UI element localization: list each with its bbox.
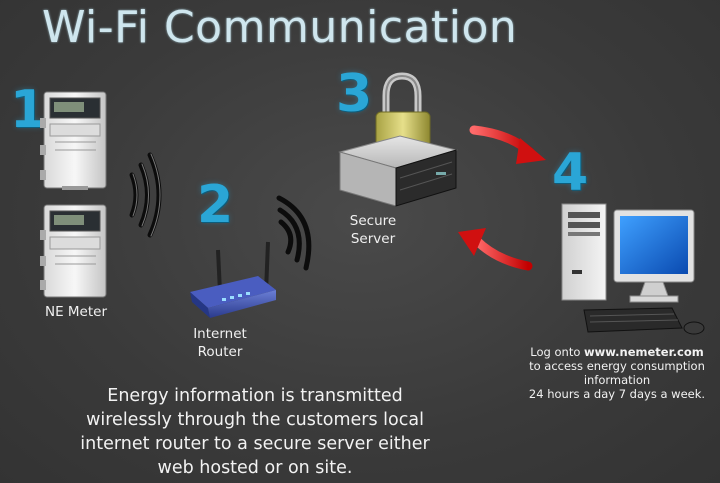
computer-icon <box>561 203 705 335</box>
logon-line2: to access energy consumption <box>529 359 705 373</box>
wifi-signal-icon <box>129 152 162 238</box>
router-icon <box>190 241 276 318</box>
router-label-line2: Router <box>197 344 243 360</box>
meter-icon <box>40 204 107 298</box>
caption-line4: web hosted or on site. <box>157 458 353 478</box>
meter-label: NE Meter <box>44 304 108 320</box>
arrow-icon <box>469 125 546 164</box>
step-number-2: 2 <box>197 175 234 235</box>
caption-line3: internet router to a secure server eithe… <box>80 434 430 454</box>
wifi-signal-icon <box>276 195 312 271</box>
website-link[interactable]: www.nemeter.com <box>584 345 704 359</box>
page-title: Wi-Fi Communication <box>42 2 518 53</box>
caption-line2: wirelessly through the customers local <box>86 410 424 430</box>
caption: Energy information is transmitted wirele… <box>60 384 450 480</box>
logon-note: Log onto www.nemeter.com to access energ… <box>512 345 720 401</box>
caption-line1: Energy information is transmitted <box>107 386 403 406</box>
meter-icon <box>40 91 107 190</box>
logon-line3: information <box>583 373 651 387</box>
step-number-1: 1 <box>10 80 47 140</box>
logon-prefix: Log onto <box>530 345 585 359</box>
step-number-4: 4 <box>552 143 589 203</box>
arrow-icon <box>458 228 533 271</box>
server-icon <box>338 135 458 207</box>
router-label-line1: Internet <box>193 326 247 342</box>
server-label-line2: Server <box>350 231 396 247</box>
step-number-3: 3 <box>336 64 373 124</box>
logon-line4: 24 hours a day 7 days a week. <box>528 387 706 401</box>
server-label-line1: Secure <box>349 213 397 229</box>
